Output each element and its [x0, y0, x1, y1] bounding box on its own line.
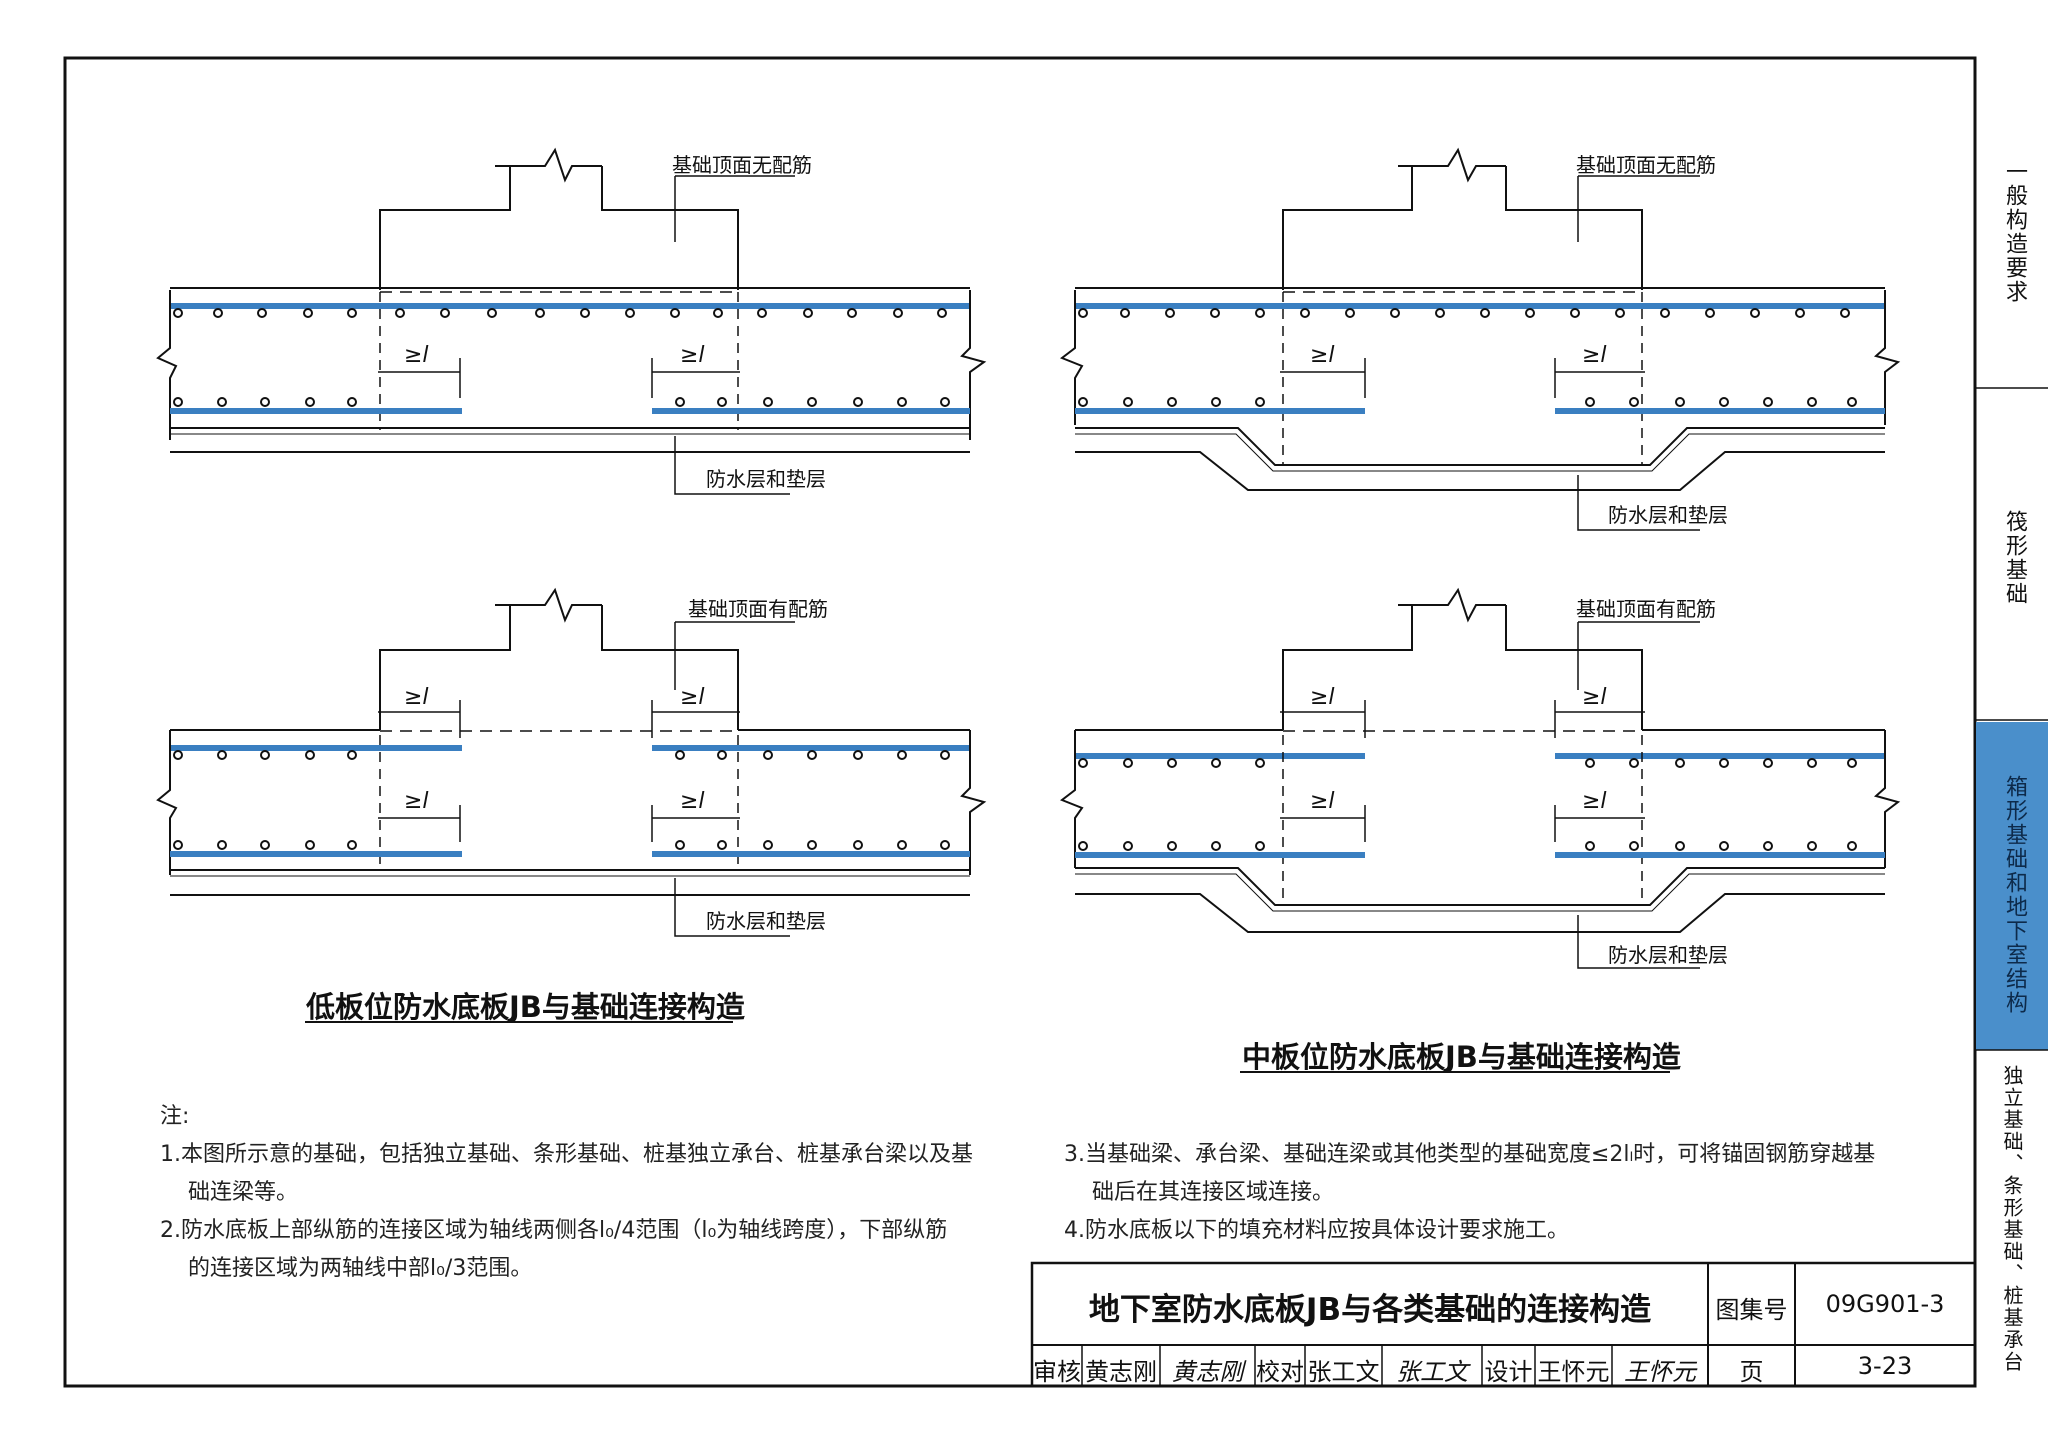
lap-label: ≥l [404, 685, 429, 710]
review-label: 审核 [1033, 1358, 1081, 1386]
side-tab-active-bg [1976, 722, 2048, 1050]
label-has-rebar-2: 基础顶面有配筋 [1576, 597, 1716, 621]
atlas-label: 图集号 [1715, 1296, 1788, 1324]
side-tab-isolated-strip-pile[interactable]: 独立基础、条形基础、桩基承台 [2000, 1065, 2024, 1373]
page-number: 3-23 [1857, 1352, 1913, 1380]
notes-right: 3.当基础梁、承台梁、基础连梁或其他类型的基础宽度≤2lₗ时，可将锚固钢筋穿越基… [1064, 1136, 1875, 1250]
design-label: 设计 [1484, 1358, 1533, 1386]
checker-name: 张工文 [1307, 1358, 1380, 1386]
note-3: 3.当基础梁、承台梁、基础连梁或其他类型的基础宽度≤2lₗ时，可将锚固钢筋穿越基 [1064, 1142, 1876, 1167]
lap-label: ≥l [680, 789, 705, 814]
rebar-dots-bottom-4 [1078, 841, 1857, 851]
main-title: 地下室防水底板JB与各类基础的连接构造 [1088, 1292, 1652, 1328]
rebar-dots-top-2 [1078, 308, 1850, 318]
rebar-dots-bottom-1 [173, 397, 950, 407]
diagram-mid-no-rebar [1059, 147, 1901, 531]
label-waterproof-4: 防水层和垫层 [1608, 943, 1728, 967]
note-3-cont: 础后在其连接区域连接。 [1092, 1180, 1335, 1205]
lap-label: ≥l [1582, 343, 1607, 368]
reviewer-name: 黄志刚 [1085, 1358, 1157, 1386]
lap-label: ≥l [1310, 343, 1335, 368]
checker-signature: 张工文 [1396, 1358, 1468, 1386]
label-waterproof-2: 防水层和垫层 [1608, 503, 1728, 527]
label-no-rebar-1: 基础顶面无配筋 [672, 153, 812, 177]
label-has-rebar-1: 基础顶面有配筋 [688, 597, 828, 621]
side-tab-box-basement[interactable]: 箱形基础和地下室结构 [2002, 775, 2027, 1015]
notes-left: 注: 1.本图所示意的基础，包括独立基础、条形基础、桩基独立承台、桩基承台梁以及… [160, 1098, 973, 1288]
note-2: 2.防水底板上部纵筋的连接区域为轴线两侧各l₀/4范围（l₀为轴线跨度），下部纵… [160, 1218, 948, 1243]
designer-name: 王怀元 [1537, 1358, 1610, 1386]
rebar-dots-top-1 [173, 308, 947, 318]
lap-label: ≥l [404, 343, 429, 368]
label-waterproof-3: 防水层和垫层 [706, 909, 826, 933]
designer-signature: 王怀元 [1624, 1358, 1696, 1386]
lap-label: ≥l [1310, 789, 1335, 814]
lap-label: ≥l [404, 789, 429, 814]
title-mid-plate: 中板位防水底板JB与基础连接构造 [1242, 1040, 1681, 1074]
label-no-rebar-2: 基础顶面无配筋 [1576, 153, 1716, 177]
lap-label: ≥l [1310, 685, 1335, 710]
check-label: 校对 [1256, 1358, 1304, 1386]
note-4: 4.防水底板以下的填充材料应按具体设计要求施工。 [1064, 1218, 1569, 1243]
note-1-cont: 础连梁等。 [188, 1180, 299, 1205]
note-2-cont: 的连接区域为两轴线中部l₀/3范围。 [188, 1256, 533, 1281]
rebar-dots-top-3 [173, 750, 950, 760]
atlas-number: 09G901-3 [1825, 1290, 1945, 1318]
diagram-mid-has-rebar [1059, 587, 1901, 969]
diagram-low-no-rebar [156, 147, 987, 495]
title-low-plate: 低板位防水底板JB与基础连接构造 [306, 990, 745, 1024]
rebar-dots-bottom-2 [1078, 397, 1857, 407]
rebar-dots-bottom-3 [173, 840, 950, 850]
page-label: 页 [1739, 1358, 1764, 1386]
note-1: 1.本图所示意的基础，包括独立基础、条形基础、桩基独立承台、桩基承台梁以及基 [160, 1142, 973, 1167]
lap-label: ≥l [680, 685, 705, 710]
lap-label: ≥l [1582, 685, 1607, 710]
side-tab-raft[interactable]: 筏形基础 [2002, 510, 2027, 606]
reviewer-signature: 黄志刚 [1171, 1358, 1244, 1386]
lap-label: ≥l [1582, 789, 1607, 814]
lap-label: ≥l [680, 343, 705, 368]
notes-heading: 注: [160, 1104, 190, 1129]
diagram-low-has-rebar [156, 587, 987, 937]
label-waterproof-1: 防水层和垫层 [706, 467, 826, 491]
title-block [1030, 1261, 1977, 1388]
side-tab-general[interactable]: 一般构造要求 [2002, 160, 2027, 304]
rebar-dots-top-4 [1078, 758, 1857, 768]
